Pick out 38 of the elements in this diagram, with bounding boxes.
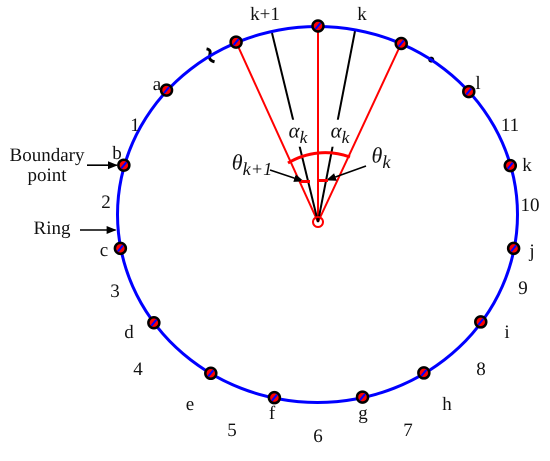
point-label: a <box>152 75 162 95</box>
segment-number: 11 <box>500 116 520 136</box>
segment-number: 3 <box>110 282 120 302</box>
angle-symbol: θ$_{k+1}$ <box>232 150 272 180</box>
segment-number: 8 <box>476 360 486 380</box>
boundary-point-marker <box>117 158 131 172</box>
point-label: e <box>186 395 194 415</box>
point-label: g <box>358 404 368 424</box>
point-label: f <box>268 404 276 424</box>
angle-mark <box>301 180 310 183</box>
point-label: b <box>112 144 122 164</box>
segment-number: 5 <box>227 421 237 441</box>
segment-number: 2 <box>101 193 111 213</box>
segment-number: 1 <box>130 116 140 136</box>
point-label: h <box>442 395 452 415</box>
arrow <box>326 165 366 181</box>
arrow <box>80 226 117 234</box>
angle-mark <box>318 179 328 182</box>
angle-symbol: α$_{k}$ <box>330 120 350 146</box>
point-label: j <box>529 242 535 262</box>
segment-number: 10 <box>520 196 540 216</box>
point-label: k+1 <box>250 5 280 25</box>
arrow <box>87 161 118 170</box>
segment-number: 9 <box>518 279 528 299</box>
segment-number: 4 <box>133 360 143 380</box>
angle-symbol: α$_{k}$ <box>288 120 308 146</box>
point-label: k <box>522 156 532 176</box>
point-label: d <box>124 323 134 343</box>
segment-number: 6 <box>313 427 323 447</box>
segment-number: 7 <box>403 421 413 441</box>
arrow <box>270 169 304 182</box>
point-label: c <box>100 241 108 261</box>
point-label: k <box>357 5 367 25</box>
point-label: i <box>504 323 510 343</box>
point-label: l <box>475 74 481 94</box>
callout-text: Boundary point <box>2 146 92 186</box>
angle-symbol: θ$_{k}$ <box>372 144 390 172</box>
callout-text: Ring <box>34 219 70 239</box>
